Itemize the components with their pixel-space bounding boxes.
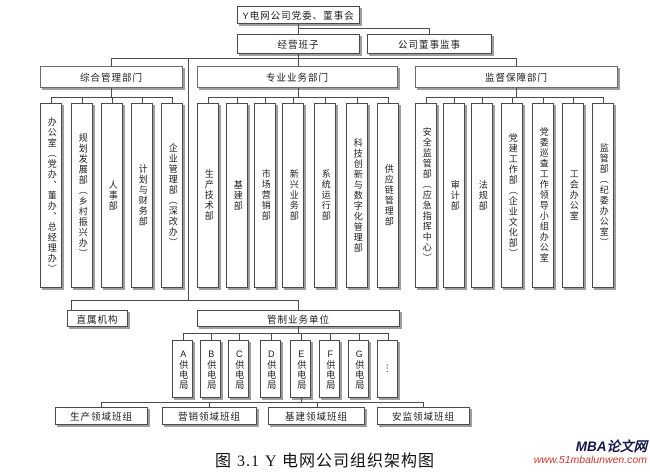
connector-line bbox=[516, 88, 517, 98]
box-direct-organizations: 直属机构 bbox=[67, 310, 128, 327]
connector-line bbox=[265, 97, 266, 104]
box-management-team: 经营班子 bbox=[237, 34, 360, 54]
team-group-box: 生产领域班组 bbox=[55, 407, 148, 425]
dept1-child-box: 办公室（党办、董办、总经理办） bbox=[40, 103, 62, 288]
power-bureau-box: F供电局 bbox=[319, 340, 340, 398]
connector-line bbox=[142, 97, 143, 104]
connector-line bbox=[388, 97, 389, 104]
dept3-child-box: 法规部 bbox=[471, 103, 493, 288]
power-bureau-box: B供电局 bbox=[200, 340, 221, 398]
connector-line bbox=[101, 402, 424, 403]
connector-line bbox=[209, 402, 210, 408]
dept2-child-box: 生产技术部 bbox=[197, 103, 219, 288]
connector-line bbox=[211, 333, 212, 341]
connector-line bbox=[603, 97, 604, 104]
power-bureau-box: E供电局 bbox=[290, 340, 311, 398]
dept2-child-box: 基建部 bbox=[226, 103, 248, 288]
box-dept-comprehensive-management: 综合管理部门 bbox=[40, 66, 183, 88]
dept3-child-box: 监管部（纪委办公室） bbox=[592, 103, 614, 288]
dept2-child-box: 科技创新与数字化管理部 bbox=[346, 103, 368, 288]
connector-line bbox=[298, 58, 299, 67]
connector-line bbox=[82, 97, 83, 104]
team-group-box: 营销领域班组 bbox=[162, 407, 257, 425]
watermark: MBA论文网 www.51mbalunwen.com bbox=[533, 439, 647, 466]
connector-line bbox=[359, 333, 360, 341]
connector-line bbox=[429, 28, 430, 35]
watermark-site-name: MBA论文网 bbox=[575, 439, 647, 454]
dept3-child-box: 党建工作部（企业文化部） bbox=[501, 103, 523, 288]
dept1-child-box: 企业管理部（深改办） bbox=[161, 103, 183, 288]
connector-line bbox=[298, 327, 299, 334]
connector-line bbox=[298, 28, 430, 29]
connector-line bbox=[172, 97, 173, 104]
connector-line bbox=[317, 402, 318, 408]
box-party-committee-board: Y电网公司党委、董事会 bbox=[237, 6, 360, 24]
connector-line bbox=[111, 58, 517, 59]
box-company-directors-supervisors: 公司董事监事 bbox=[367, 34, 492, 54]
dept3-child-box: 安全监管部（应急指挥中心） bbox=[415, 103, 437, 288]
connector-line bbox=[423, 402, 424, 408]
connector-line bbox=[112, 97, 113, 104]
connector-line bbox=[293, 97, 294, 104]
connector-line bbox=[426, 97, 604, 98]
box-regulated-business-units: 管制业务单位 bbox=[197, 310, 400, 327]
watermark-site-url: www.51mbalunwen.com bbox=[533, 453, 647, 466]
dept2-child-box: 系统运行部 bbox=[314, 103, 336, 288]
connector-line bbox=[51, 97, 52, 104]
connector-line bbox=[208, 97, 209, 104]
connector-line bbox=[239, 333, 240, 341]
connector-line bbox=[388, 333, 389, 341]
box-dept-professional-business: 专业业务部门 bbox=[197, 66, 398, 88]
connector-line bbox=[111, 88, 112, 98]
dept1-child-box: 人事部 bbox=[101, 103, 123, 288]
connector-line bbox=[208, 97, 389, 98]
connector-line bbox=[301, 333, 302, 341]
dept3-child-box: 审计部 bbox=[443, 103, 465, 288]
connector-line bbox=[454, 97, 455, 104]
dept2-child-box: 供应链管理部 bbox=[377, 103, 399, 288]
connector-line bbox=[325, 97, 326, 104]
connector-line bbox=[101, 402, 102, 408]
connector-line bbox=[516, 58, 517, 67]
connector-line bbox=[512, 97, 513, 104]
connector-line bbox=[111, 58, 112, 67]
team-group-box: 基建领域班组 bbox=[268, 407, 365, 425]
power-bureau-box: C供电局 bbox=[228, 340, 249, 398]
dept1-child-box: 规划发展部（乡村振兴办） bbox=[71, 103, 93, 288]
connector-line bbox=[188, 58, 189, 301]
connector-line bbox=[482, 97, 483, 104]
connector-line bbox=[330, 333, 331, 341]
connector-line bbox=[301, 398, 302, 403]
dept1-child-box: 计划与财务部 bbox=[131, 103, 153, 288]
team-group-box: 安监领域班组 bbox=[377, 407, 470, 425]
connector-line bbox=[71, 300, 72, 310]
connector-line bbox=[183, 333, 184, 341]
connector-line bbox=[71, 300, 299, 301]
dept3-child-box: 党委巡查工作领导小组办公室 bbox=[532, 103, 554, 288]
box-dept-supervision-support: 监督保障部门 bbox=[415, 66, 618, 88]
power-bureau-box: A供电局 bbox=[172, 340, 193, 398]
connector-line bbox=[573, 97, 574, 104]
power-bureau-box: ⋮ bbox=[377, 340, 398, 398]
connector-line bbox=[426, 97, 427, 104]
connector-line bbox=[183, 333, 389, 334]
dept2-child-box: 市场营销部 bbox=[254, 103, 276, 288]
connector-line bbox=[237, 97, 238, 104]
power-bureau-box: G供电局 bbox=[348, 340, 369, 398]
power-bureau-box: D供电局 bbox=[260, 340, 281, 398]
dept2-child-box: 新兴业务部 bbox=[282, 103, 304, 288]
connector-line bbox=[543, 97, 544, 104]
connector-line bbox=[298, 300, 299, 310]
connector-line bbox=[357, 97, 358, 104]
figure-caption: 图 3.1 Y 电网公司组织架构图 bbox=[215, 453, 435, 470]
connector-line bbox=[271, 333, 272, 341]
connector-line bbox=[298, 54, 299, 59]
dept3-child-box: 工会办公室 bbox=[562, 103, 584, 288]
connector-line bbox=[298, 88, 299, 98]
